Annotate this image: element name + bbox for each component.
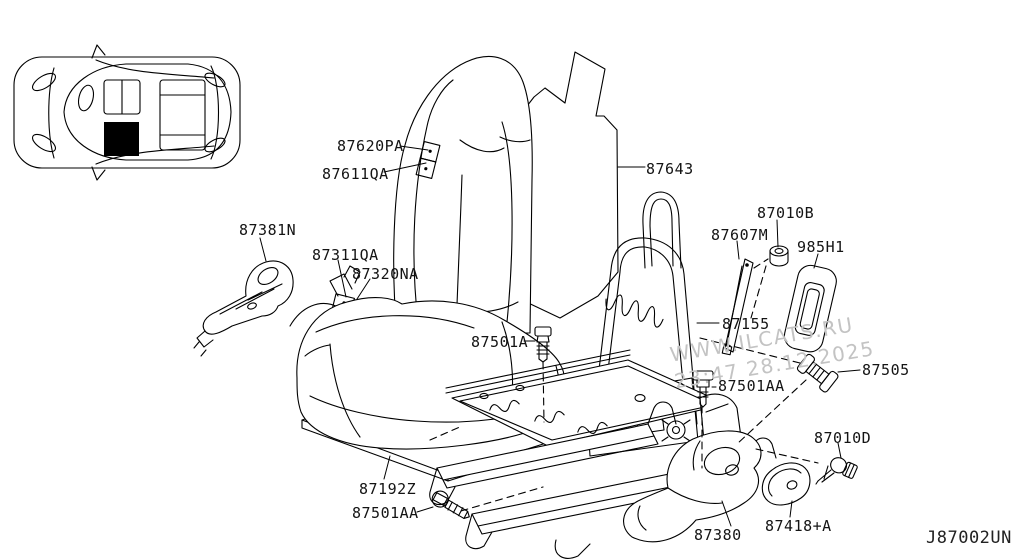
part-label-87501aa-right: 87501AA — [718, 377, 785, 395]
car-top-view — [13, 44, 241, 181]
seatback-cover — [393, 55, 533, 334]
part-label-87620pa: 87620PA — [337, 137, 404, 155]
highlighted-front-seat — [104, 122, 139, 156]
nut-87010b — [769, 245, 789, 267]
part-label-87501a: 87501A — [471, 333, 529, 351]
seatback-label-tag — [415, 141, 441, 179]
assembly-dashed-lines — [429, 258, 819, 512]
screw-87010d — [815, 457, 858, 485]
bolt-87501aa-right — [692, 370, 714, 408]
part-label-87010b: 87010B — [757, 204, 815, 222]
part-label-87611qa: 87611QA — [322, 165, 389, 183]
part-label-87192z: 87192Z — [359, 480, 417, 498]
part-label-87607m: 87607M — [711, 226, 769, 244]
part-label-87505: 87505 — [862, 361, 910, 379]
trim-strip-87607m — [721, 258, 754, 356]
diagram-code: J87002UN — [926, 528, 1012, 548]
side-airbag-module-985h1 — [783, 264, 837, 353]
part-label-87380: 87380 — [694, 526, 742, 544]
label-leader-lines — [259, 145, 861, 527]
bolt-87501aa-left — [431, 490, 470, 519]
headrest-stays — [642, 191, 682, 269]
part-label-87320na: 87320NA — [352, 265, 419, 283]
part-label-87643: 87643 — [646, 160, 694, 178]
part-label-985h1: 985H1 — [797, 238, 845, 256]
part-label-87010d: 87010D — [814, 429, 872, 447]
bracket-87381n — [193, 260, 294, 357]
seatback-pad-87643 — [509, 51, 619, 319]
part-label-87501aa-left: 87501AA — [352, 504, 419, 522]
part-label-87311qa: 87311QA — [312, 246, 379, 264]
part-label-87155: 87155 — [722, 315, 770, 333]
side-shield-87380 — [623, 430, 762, 543]
finisher-cover-87418a — [761, 462, 811, 506]
part-label-87381n: 87381N — [239, 221, 297, 239]
bolt-87505 — [796, 353, 839, 393]
part-label-87418a: 87418+A — [765, 517, 832, 535]
